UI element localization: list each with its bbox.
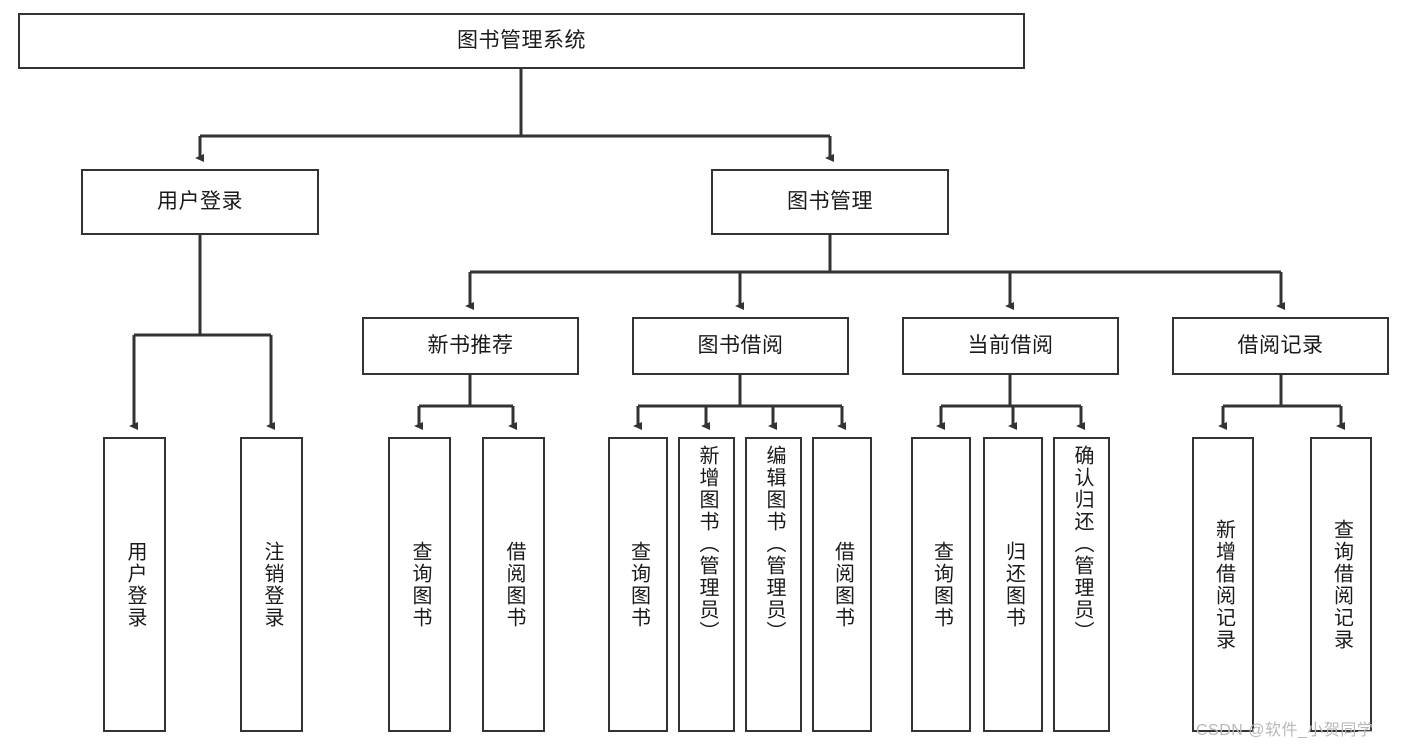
node-leaf-query-book-current[interactable]: 查询图书 xyxy=(911,437,971,732)
node-leaf-label: 查询图书 xyxy=(627,540,650,629)
node-leaf-label: 新增图书（管理员） xyxy=(696,445,718,643)
node-leaf-add-book-admin[interactable]: 新增图书（管理员） xyxy=(678,437,735,732)
node-leaf-label: 查询图书 xyxy=(409,540,431,629)
node-leaf-label: 编辑图书（管理员） xyxy=(763,445,785,643)
node-book-management[interactable]: 图书管理 xyxy=(711,169,949,235)
node-book-borrow[interactable]: 图书借阅 xyxy=(632,317,849,375)
node-leaf-label: 归还图书 xyxy=(1002,540,1025,629)
node-borrow-records-label: 借阅记录 xyxy=(1237,334,1324,358)
node-book-management-label: 图书管理 xyxy=(787,190,873,214)
node-leaf-confirm-return-admin[interactable]: 确认归还（管理员） xyxy=(1053,437,1110,732)
node-leaf-query-borrow-record[interactable]: 查询借阅记录 xyxy=(1310,437,1372,732)
node-leaf-borrow-book[interactable]: 借阅图书 xyxy=(812,437,872,732)
node-user-login-label: 用户登录 xyxy=(157,190,243,214)
node-leaf-query-book-borrow[interactable]: 查询图书 xyxy=(608,437,668,732)
node-leaf-return-book[interactable]: 归还图书 xyxy=(983,437,1043,732)
node-leaf-label: 用户登录 xyxy=(124,540,146,629)
node-leaf-label: 确认归还（管理员） xyxy=(1071,445,1093,643)
node-leaf-label: 查询图书 xyxy=(930,540,953,629)
node-new-book-recommend-label: 新书推荐 xyxy=(427,334,514,358)
node-leaf-label: 注销登录 xyxy=(261,540,283,629)
node-current-borrow-label: 当前借阅 xyxy=(967,334,1054,358)
node-borrow-records[interactable]: 借阅记录 xyxy=(1172,317,1389,375)
node-leaf-label: 借阅图书 xyxy=(503,540,525,629)
node-user-login[interactable]: 用户登录 xyxy=(81,169,319,235)
node-leaf-query-book-newbook[interactable]: 查询图书 xyxy=(388,437,451,732)
node-leaf-logout[interactable]: 注销登录 xyxy=(240,437,303,732)
node-leaf-add-borrow-record[interactable]: 新增借阅记录 xyxy=(1192,437,1254,732)
node-new-book-recommend[interactable]: 新书推荐 xyxy=(362,317,579,375)
node-root-system[interactable]: 图书管理系统 xyxy=(18,13,1025,69)
node-book-borrow-label: 图书借阅 xyxy=(697,334,784,358)
csdn-watermark: CSDN @软件_小贺同学 xyxy=(1196,722,1374,739)
node-current-borrow[interactable]: 当前借阅 xyxy=(902,317,1119,375)
node-leaf-borrow-book-newbook[interactable]: 借阅图书 xyxy=(482,437,545,732)
node-root-label: 图书管理系统 xyxy=(457,29,586,53)
node-leaf-edit-book-admin[interactable]: 编辑图书（管理员） xyxy=(745,437,802,732)
node-leaf-label: 新增借阅记录 xyxy=(1212,518,1235,651)
node-leaf-user-login[interactable]: 用户登录 xyxy=(103,437,166,732)
node-leaf-label: 借阅图书 xyxy=(831,540,854,629)
node-leaf-label: 查询借阅记录 xyxy=(1330,518,1353,651)
